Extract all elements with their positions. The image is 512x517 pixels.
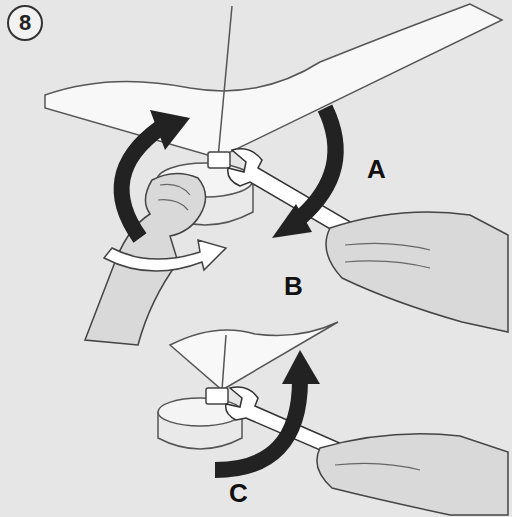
- arrow-head: [272, 204, 312, 238]
- callout-letter: A: [367, 156, 386, 182]
- panel-edge: [218, 6, 232, 158]
- right-hand: [317, 434, 508, 515]
- panel-edge: [222, 335, 226, 390]
- panel-sheet: [170, 322, 338, 390]
- finger-lines: [345, 243, 430, 268]
- nut: [208, 152, 230, 168]
- arrow-head: [150, 110, 190, 150]
- finger-lines: [335, 463, 420, 470]
- rotation-arrow-white: [104, 240, 226, 271]
- panel-sheet: [45, 4, 502, 158]
- callout-letter: B: [284, 273, 303, 299]
- step-number: 8: [19, 12, 31, 34]
- rotation-arrow: [122, 128, 160, 238]
- rotation-arrow: [215, 380, 300, 470]
- right-hand: [326, 212, 508, 332]
- nut: [206, 388, 228, 404]
- step-circle: 8: [7, 5, 43, 41]
- callout-letter: C: [229, 480, 248, 506]
- finger-lines: [158, 184, 190, 210]
- arrow-head: [282, 350, 320, 384]
- rotation-arrow: [300, 108, 336, 218]
